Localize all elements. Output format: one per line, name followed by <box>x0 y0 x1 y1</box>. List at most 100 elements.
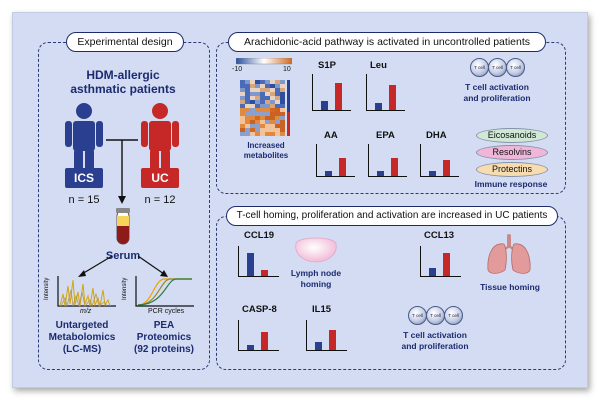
heatmap-cell <box>270 80 275 84</box>
heatmap-cell <box>265 88 270 92</box>
heatmap-cell <box>280 132 285 136</box>
heatmap-cell <box>260 132 265 136</box>
heatmap-cell <box>245 116 250 120</box>
heatmap-cell <box>260 112 265 116</box>
heatmap-cell <box>280 80 285 84</box>
heatmap-cell <box>270 128 275 132</box>
ccl19-uc-bar <box>261 270 268 276</box>
metabolite-heatmap <box>240 80 290 136</box>
t-cell-icon: T cell <box>470 58 489 77</box>
heatmap-cell <box>260 120 265 124</box>
heatmap-cell <box>250 92 255 96</box>
t-cell-homing-title: T-cell homing, proliferation and activat… <box>226 206 558 226</box>
heatmap-cell <box>250 104 255 108</box>
heatmap-group-cell <box>287 96 290 100</box>
colorbar-max: 10 <box>283 66 291 73</box>
tissue-homing-caption: Tissue homing <box>480 282 540 292</box>
heatmap-cell <box>250 116 255 120</box>
heatmap-cell <box>260 96 265 100</box>
ms-xlabel: m/z <box>80 308 92 315</box>
heatmap-cell <box>245 96 250 100</box>
proteomics-line3: (92 proteins) <box>133 344 194 355</box>
heatmap-cell <box>255 132 260 136</box>
aa-uc-bar <box>339 158 346 176</box>
heatmap-group-cell <box>287 124 290 128</box>
heatmap-cell <box>245 100 250 104</box>
heatmap-group-cell <box>287 84 290 88</box>
heatmap-cell <box>275 80 280 84</box>
heatmap-caption-line1: Increased <box>247 141 285 150</box>
resolvins-oval: Resolvins <box>476 145 548 160</box>
aa-ics-bar <box>325 171 332 176</box>
heatmap-cell <box>240 92 245 96</box>
heatmap-cell <box>270 132 275 136</box>
metabolomics-line2: Metabolomics <box>48 332 116 343</box>
arachidonic-title: Arachidonic-acid pathway is activated in… <box>228 32 546 52</box>
heatmap-cell <box>250 100 255 104</box>
casp8-chart <box>238 320 279 351</box>
heatmap-cell <box>245 120 250 124</box>
heatmap-cell <box>255 112 260 116</box>
heatmap-cell <box>280 124 285 128</box>
heatmap-cell <box>260 100 265 104</box>
heatmap-cell <box>260 124 265 128</box>
heatmap-cell <box>270 124 275 128</box>
serum-arrows <box>78 255 168 277</box>
ccl13-uc-bar <box>443 253 450 276</box>
heatmap-cell <box>255 124 260 128</box>
lungs-icon <box>487 234 531 274</box>
heatmap-cell <box>280 128 285 132</box>
heatmap-cell <box>280 112 285 116</box>
immune-response-caption: Immune response <box>474 179 548 189</box>
heatmap-cell <box>275 88 280 92</box>
heatmap-cell <box>265 84 270 88</box>
heatmap-cell <box>255 120 260 124</box>
heatmap-cell <box>280 96 285 100</box>
tcell-caption-line2: and proliferation <box>463 93 531 103</box>
heatmap-cell <box>245 88 250 92</box>
proteomics-line1: PEA <box>153 320 175 331</box>
heatmap-cell <box>245 128 250 132</box>
heatmap-cell <box>255 100 260 104</box>
heatmap-cell <box>275 84 280 88</box>
heatmap-group-cell <box>287 100 290 104</box>
t-cell-icon: T cell <box>506 58 525 77</box>
heatmap-group-cell <box>287 92 290 96</box>
heatmap-colorbar <box>236 58 292 65</box>
heatmap-group-cell <box>287 120 290 124</box>
aa-chart <box>316 144 355 177</box>
heatmap-cell <box>265 104 270 108</box>
heatmap-cell <box>270 92 275 96</box>
protectins-oval: Protectins <box>476 162 548 177</box>
il15-ics-bar <box>315 342 322 350</box>
heatmap-cell <box>260 80 265 84</box>
serum-tube-icon <box>116 208 130 245</box>
lymph-caption-line2: homing <box>300 279 332 289</box>
t-cell-icon: T cell <box>444 306 463 325</box>
heatmap-cell <box>245 84 250 88</box>
heatmap-cell <box>265 80 270 84</box>
epa-ics-bar <box>377 171 384 176</box>
heatmap-group-cell <box>287 116 290 120</box>
epa-uc-bar <box>391 158 398 176</box>
heatmap-cell <box>275 124 280 128</box>
heatmap-cell <box>265 112 270 116</box>
ics-n: n = 15 <box>68 194 100 206</box>
metabolite-label-leu: Leu <box>370 60 387 71</box>
heatmap-cell <box>280 100 285 104</box>
heatmap-cell <box>250 112 255 116</box>
t-cell-icon: T cell <box>408 306 427 325</box>
heatmap-cell <box>250 84 255 88</box>
heatmap-cell <box>275 128 280 132</box>
ics-person-icon <box>65 103 103 176</box>
heatmap-cell <box>270 84 275 88</box>
heatmap-group-cell <box>287 80 290 84</box>
heatmap-cell <box>280 116 285 120</box>
pcr-curve-chart <box>135 276 194 307</box>
heatmap-cell <box>250 124 255 128</box>
epa-chart <box>368 144 407 177</box>
subjects-line1: HDM-allergic <box>86 68 160 82</box>
leu-chart <box>366 74 405 111</box>
heatmap-cell <box>270 108 275 112</box>
heatmap-cell <box>280 92 285 96</box>
